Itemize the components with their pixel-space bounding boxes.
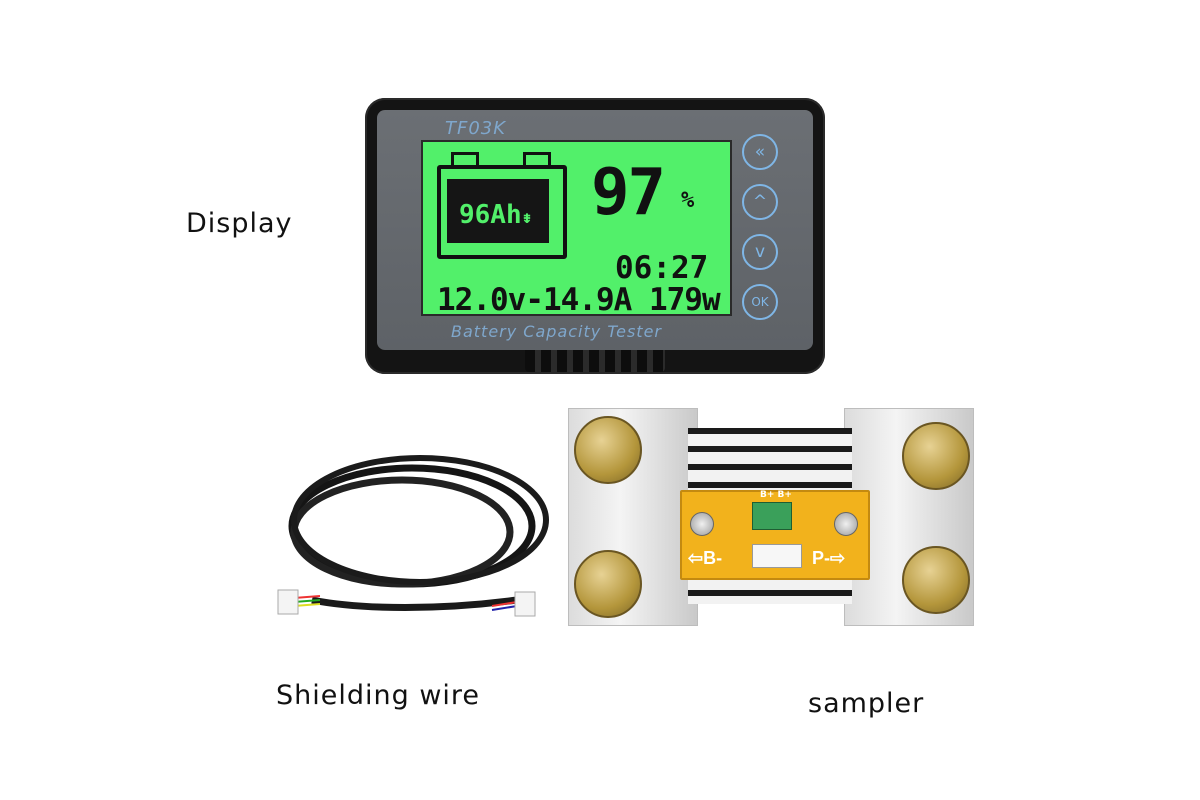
up-button[interactable]: ^ — [742, 184, 778, 220]
bolt-icon — [902, 546, 970, 614]
wire-lead — [311, 596, 518, 611]
chevron-up-icon: ^ — [752, 192, 768, 212]
bolt-icon — [574, 550, 642, 618]
b-minus-label: ⇦B- — [688, 548, 723, 568]
wire-strand — [491, 601, 518, 607]
double-chevron-left-icon: « — [754, 142, 766, 162]
ok-label: OK — [751, 295, 769, 309]
display-caption: Display — [186, 208, 293, 239]
connector-socket — [752, 544, 802, 568]
connector-right — [514, 591, 536, 617]
terminal-label: B+ B+ — [760, 490, 792, 500]
wire-coil — [291, 455, 549, 585]
down-button[interactable]: v — [742, 234, 778, 270]
battery-monitor-display: TF03K 96Ah⇟ 97 % 06:27 12.0v-14.9A 179w … — [365, 98, 825, 374]
screw-icon — [690, 512, 714, 536]
tagline-label: Battery Capacity Tester — [451, 322, 662, 341]
back-button[interactable]: « — [742, 134, 778, 170]
battery-terminal-icon — [451, 152, 479, 165]
p-minus-label: P-⇨ — [812, 548, 846, 568]
time-readout: 06:27 — [615, 250, 709, 286]
capacity-readout: 96Ah⇟ — [459, 200, 533, 230]
battery-fill — [447, 179, 549, 243]
sampler-caption: sampler — [808, 688, 925, 719]
vent-grille — [525, 350, 665, 372]
terminal-block — [752, 502, 792, 530]
sampler-shunt-image: B+ B+ ⇦B- P-⇨ — [568, 408, 974, 626]
bolt-icon — [574, 416, 642, 484]
power-readout: 12.0v-14.9A 179w — [437, 282, 721, 318]
battery-icon — [437, 165, 567, 259]
battery-terminal-icon — [523, 152, 551, 165]
wire-coil — [290, 476, 514, 588]
percent-readout: 97 — [591, 156, 666, 230]
wire-caption: Shielding wire — [276, 680, 481, 711]
display-bezel: TF03K 96Ah⇟ 97 % 06:27 12.0v-14.9A 179w … — [377, 110, 813, 350]
screw-icon — [834, 512, 858, 536]
bolt-icon — [902, 422, 970, 490]
brand-label: TF03K — [445, 118, 507, 139]
wire-strand — [491, 605, 518, 611]
percent-unit: % — [681, 188, 695, 213]
shielding-wire-image — [277, 455, 549, 617]
chevron-down-icon: v — [754, 242, 766, 262]
connector-left — [277, 589, 299, 615]
sampler-pcb: B+ B+ ⇦B- P-⇨ — [680, 490, 870, 580]
lcd-screen: 96Ah⇟ 97 % 06:27 12.0v-14.9A 179w — [421, 140, 732, 318]
ok-button[interactable]: OK — [742, 284, 778, 320]
